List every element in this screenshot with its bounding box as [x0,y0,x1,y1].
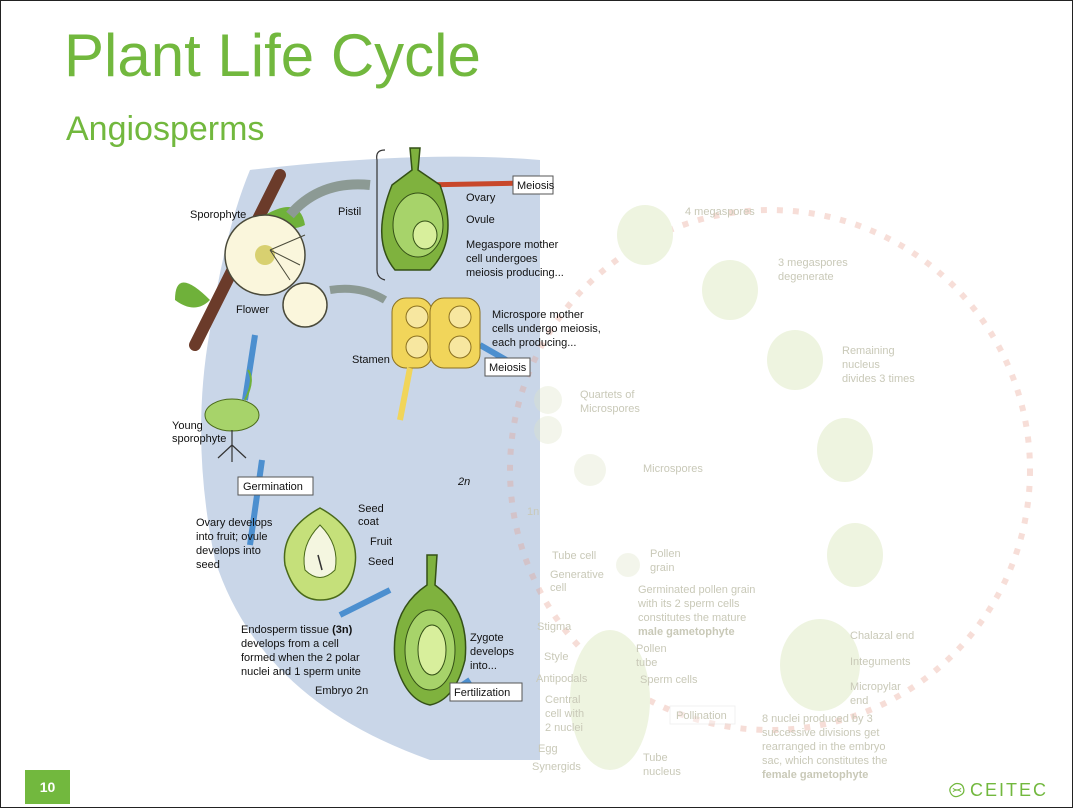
label-ovary-develops-2: into fruit; ovule [196,531,268,543]
label-tube-nucleus-1: Tube [643,752,668,764]
label-egg: Egg [538,743,558,755]
label-zygote-3: into... [470,660,497,672]
label-germination: Germination [243,481,303,493]
label-young-sporophyte-1: Young [172,420,203,432]
ceitec-logo: CEITEC [948,778,1048,802]
label-seed-coat-2: coat [358,516,379,528]
label-microspore-3: each producing... [492,337,576,349]
label-microspores: Microspores [643,463,703,475]
label-remaining-3: divides 3 times [842,373,915,385]
label-ovary-develops-3: develops into [196,545,261,557]
label-young-sporophyte-2: sporophyte [172,433,226,445]
label-endosperm-1: Endosperm tissue (3n) [241,624,353,636]
label-2n: 2n [457,476,470,488]
label-meiosis-top: Meiosis [517,180,555,192]
label-ovary: Ovary [466,192,496,204]
label-endosperm-1b: (3n) [332,624,353,636]
label-zygote-2: develops [470,646,515,658]
leaf-1 [175,283,210,308]
label-central-3: 2 nuclei [545,722,583,734]
label-ovary-develops-4: seed [196,559,220,571]
label-sperm-cells: Sperm cells [640,674,698,686]
label-megaspore-2: cell undergoes [466,253,538,265]
label-eight-nuclei-4: sac, which constitutes the [762,755,887,767]
label-eight-nuclei-3: rearranged in the embryo [762,741,886,753]
label-stamen: Stamen [352,354,390,366]
label-generative-2: cell [550,582,567,594]
label-germinated-4: male gametophyte [638,626,735,638]
label-seed: Seed [368,556,394,568]
label-ovary-develops-1: Ovary develops [196,517,273,529]
label-three-megaspores-2: degenerate [778,271,834,283]
label-quartets-2: Microspores [580,403,640,415]
label-megaspore-1: Megaspore mother [466,239,559,251]
label-tube-nucleus-2: nucleus [643,766,681,778]
page-number: 10 [25,770,70,804]
label-remaining-1: Remaining [842,345,895,357]
label-generative-1: Generative [550,569,604,581]
label-three-megaspores-1: 3 megaspores [778,257,848,269]
label-stigma: Stigma [537,621,572,633]
label-remaining-2: nucleus [842,359,880,371]
label-fertilization: Fertilization [454,687,510,699]
label-chalazal: Chalazal end [850,630,914,642]
label-fruit: Fruit [370,536,392,548]
label-megaspore-3: meiosis producing... [466,267,564,279]
label-meiosis-mid: Meiosis [489,362,527,374]
label-quartets-1: Quartets of [580,389,635,401]
label-microspore-2: cells undergo meiosis, [492,323,601,335]
label-endosperm-1a: Endosperm tissue [241,624,332,636]
label-sporophyte: Sporophyte [190,209,246,221]
label-pollen-grain-1: Pollen [650,548,681,560]
label-1n: 1n [527,506,539,518]
label-seed-coat-1: Seed [358,503,384,515]
label-pollination: Pollination [676,710,727,722]
label-embryo: Embryo 2n [315,685,368,697]
label-pollen-grain-2: grain [650,562,674,574]
label-pollen-tube-1: Pollen [636,643,667,655]
label-germinated-2: with its 2 sperm cells [637,598,740,610]
ceitec-logo-text: CEITEC [970,780,1048,801]
label-style: Style [544,651,568,663]
haploid-phase-faded [510,205,1030,770]
label-pistil: Pistil [338,206,361,218]
label-central-2: cell with [545,708,584,720]
label-micropylar-2: end [850,695,868,707]
label-endosperm-3: formed when the 2 polar [241,652,360,664]
label-microspore-1: Microspore mother [492,309,584,321]
label-endosperm-4: nuclei and 1 sperm unite [241,666,361,678]
label-pollen-tube-2: tube [636,657,657,669]
label-central-1: Central [545,694,580,706]
label-eight-nuclei-5: female gametophyte [762,769,868,781]
label-germinated-3: constitutes the mature [638,612,746,624]
label-tube-cell: Tube cell [552,550,596,562]
label-antipodals: Antipodals [536,673,588,685]
label-eight-nuclei-2: successive divisions get [762,727,879,739]
label-zygote-1: Zygote [470,632,504,644]
label-germinated-1: Germinated pollen grain [638,584,755,596]
label-ovule: Ovule [466,214,495,226]
label-four-megaspores: 4 megaspores [685,206,755,218]
label-integuments: Integuments [850,656,911,668]
label-micropylar-1: Micropylar [850,681,901,693]
ceitec-logo-icon [948,780,966,800]
label-eight-nuclei-1: 8 nuclei produced by 3 [762,713,873,725]
label-endosperm-2: develops from a cell [241,638,339,650]
label-flower: Flower [236,304,269,316]
label-synergids: Synergids [532,761,581,773]
